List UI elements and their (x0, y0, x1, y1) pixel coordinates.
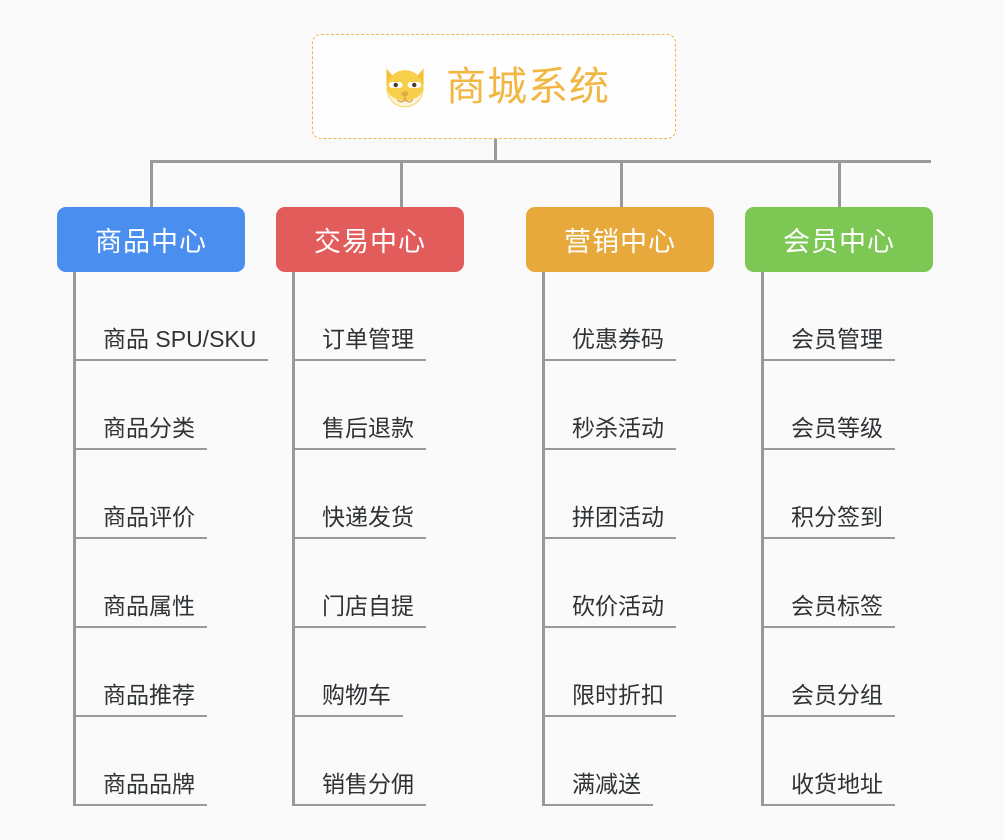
branch-header-3[interactable]: 营销中心 (526, 207, 714, 272)
leaf-label: 秒杀活动 (542, 415, 676, 450)
leaf-label: 商品品牌 (73, 771, 207, 806)
leaf-item[interactable]: 限时折扣 (542, 628, 676, 717)
leaf-item[interactable]: 商品评价 (73, 450, 207, 539)
leaf-label: 限时折扣 (542, 682, 676, 717)
leaf-label: 商品属性 (73, 593, 207, 628)
leaf-item[interactable]: 售后退款 (292, 361, 426, 450)
leaf-label: 商品 SPU/SKU (73, 326, 269, 361)
leaf-label: 销售分佣 (292, 771, 426, 806)
branch-column-2: 交易中心 订单管理 售后退款 快递发货 门店自提 购物车 销售分佣 (276, 207, 464, 806)
leaf-item[interactable]: 商品 SPU/SKU (73, 272, 269, 361)
leaf-label: 快递发货 (292, 504, 426, 539)
branch-trunk-3 (542, 272, 545, 806)
leaf-item[interactable]: 会员分组 (761, 628, 895, 717)
leaf-label: 商品分类 (73, 415, 207, 450)
dog-face-icon (386, 67, 424, 107)
leaf-label: 会员管理 (761, 326, 895, 361)
leaf-item[interactable]: 积分签到 (761, 450, 895, 539)
leaf-label: 订单管理 (292, 326, 426, 361)
leaf-item[interactable]: 会员等级 (761, 361, 895, 450)
leaf-item[interactable]: 商品属性 (73, 539, 207, 628)
leaf-label: 商品推荐 (73, 682, 207, 717)
leaf-item[interactable]: 购物车 (292, 628, 403, 717)
branch-trunk-2 (292, 272, 295, 806)
drop-connector-4 (838, 160, 841, 207)
branch-header-4[interactable]: 会员中心 (745, 207, 933, 272)
leaf-label: 会员标签 (761, 593, 895, 628)
leaf-item[interactable]: 优惠券码 (542, 272, 676, 361)
leaf-label: 会员分组 (761, 682, 895, 717)
branch-header-label-2: 交易中心 (314, 227, 426, 257)
leaf-label: 满减送 (542, 771, 653, 806)
root-node[interactable]: 商城系统 (312, 34, 676, 139)
branch-trunk-4 (761, 272, 764, 806)
leaf-item[interactable]: 会员管理 (761, 272, 895, 361)
leaf-item[interactable]: 拼团活动 (542, 450, 676, 539)
leaf-label: 商品评价 (73, 504, 207, 539)
leaf-label: 拼团活动 (542, 504, 676, 539)
horizontal-bus-connector (150, 160, 931, 163)
leaf-label: 门店自提 (292, 593, 426, 628)
drop-connector-2 (400, 160, 403, 207)
root-title: 商城系统 (446, 64, 610, 109)
branch-header-label-3: 营销中心 (564, 227, 676, 257)
leaf-item[interactable]: 满减送 (542, 717, 653, 806)
root-node-content: 商城系统 (378, 60, 610, 114)
leaf-item[interactable]: 秒杀活动 (542, 361, 676, 450)
leaf-label: 会员等级 (761, 415, 895, 450)
branch-column-4: 会员中心 会员管理 会员等级 积分签到 会员标签 会员分组 收货地址 (745, 207, 933, 806)
leaf-item[interactable]: 订单管理 (292, 272, 426, 361)
branch-header-label-4: 会员中心 (783, 227, 895, 257)
branch-trunk-1 (73, 272, 76, 806)
leaf-item[interactable]: 商品推荐 (73, 628, 207, 717)
branch-header-label-1: 商品中心 (95, 227, 207, 257)
leaf-label: 优惠券码 (542, 326, 676, 361)
leaf-item[interactable]: 门店自提 (292, 539, 426, 628)
leaf-item[interactable]: 销售分佣 (292, 717, 426, 806)
leaf-label: 积分签到 (761, 504, 895, 539)
drop-connector-1 (150, 160, 153, 207)
leaf-label: 售后退款 (292, 415, 426, 450)
leaf-item[interactable]: 收货地址 (761, 717, 895, 806)
branch-header-1[interactable]: 商品中心 (57, 207, 245, 272)
leaf-item[interactable]: 砍价活动 (542, 539, 676, 628)
leaf-label: 砍价活动 (542, 593, 676, 628)
branch-column-1: 商品中心 商品 SPU/SKU 商品分类 商品评价 商品属性 商品推荐 商品品牌 (57, 207, 269, 806)
leaf-item[interactable]: 会员标签 (761, 539, 895, 628)
leaf-label: 收货地址 (761, 771, 895, 806)
branch-column-3: 营销中心 优惠券码 秒杀活动 拼团活动 砍价活动 限时折扣 满减送 (526, 207, 714, 806)
root-stem-connector (494, 139, 497, 162)
leaf-item[interactable]: 商品品牌 (73, 717, 207, 806)
leaf-item[interactable]: 快递发货 (292, 450, 426, 539)
drop-connector-3 (620, 160, 623, 207)
leaf-label: 购物车 (292, 682, 403, 717)
leaf-item[interactable]: 商品分类 (73, 361, 207, 450)
branch-header-2[interactable]: 交易中心 (276, 207, 464, 272)
